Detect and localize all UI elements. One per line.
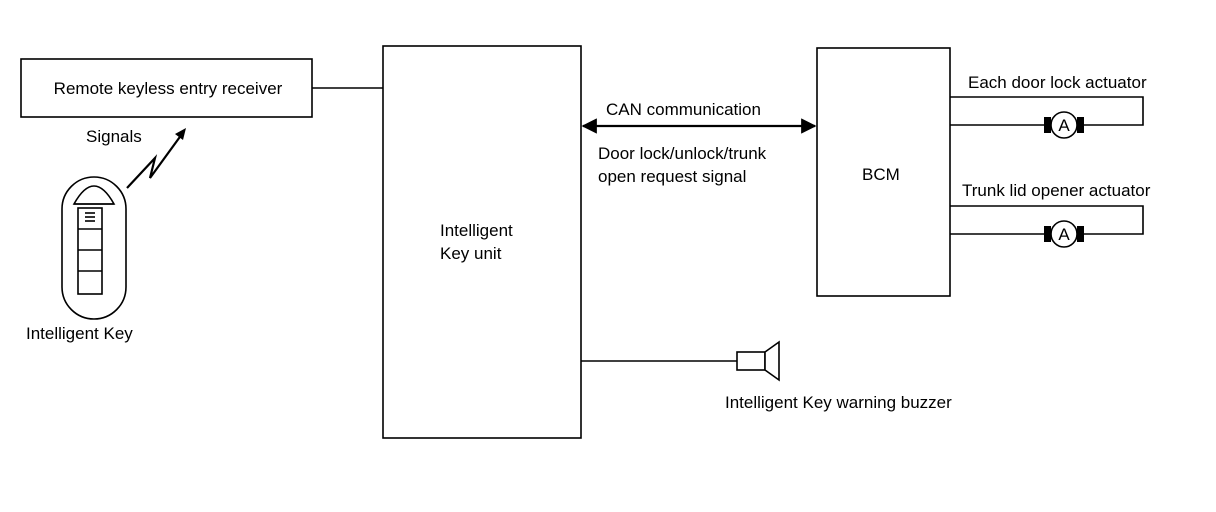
intelligent-key-fob-icon: [61, 176, 127, 320]
key-unit-label-line1: Intelligent: [440, 221, 513, 240]
request-signal-label-line1: Door lock/unlock/trunk: [598, 144, 767, 163]
bcm-label: BCM: [862, 165, 900, 184]
door-lock-motor-symbol: A: [1058, 116, 1070, 135]
door-lock-actuator-wire-top: [950, 96, 1144, 126]
receiver-box: Remote keyless entry receiver: [20, 58, 313, 118]
signal-lightning-icon: [126, 128, 186, 189]
key-unit-box: Intelligent Key unit: [382, 45, 582, 439]
can-communication-label: CAN communication: [606, 100, 761, 119]
buzzer-label: Intelligent Key warning buzzer: [725, 393, 952, 412]
intelligent-key-label: Intelligent Key: [26, 324, 133, 343]
trunk-actuator-label: Trunk lid opener actuator: [962, 181, 1151, 200]
door-lock-actuator-label: Each door lock actuator: [968, 73, 1147, 92]
trunk-motor-symbol: A: [1058, 225, 1070, 244]
bcm-box: BCM: [816, 47, 951, 297]
trunk-actuator-wire-top: [950, 205, 1144, 235]
receiver-label: Remote keyless entry receiver: [54, 79, 283, 98]
request-signal-label-line2: open request signal: [598, 167, 746, 186]
key-unit-label-line2: Key unit: [440, 244, 502, 263]
signals-label: Signals: [86, 127, 142, 146]
warning-buzzer-icon: [736, 340, 780, 382]
door-lock-motor-icon: A: [1044, 111, 1084, 139]
trunk-motor-icon: A: [1044, 220, 1084, 248]
